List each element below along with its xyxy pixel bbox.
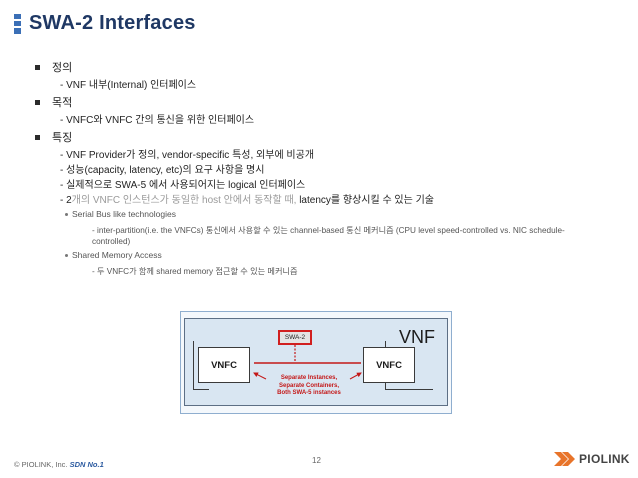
- container-bracket-left: [193, 341, 209, 390]
- item-suffix: latency를 향상시킬 수 있는 기술: [296, 195, 434, 206]
- swa2-diagram: VNF VNFC VNFC SWA-2 Separate Instances, …: [180, 311, 452, 414]
- vnfc-left: VNFC: [198, 347, 250, 383]
- bullet-item: - 실제적으로 SWA-5 에서 사용되어지는 logical 인터페이스: [60, 180, 306, 191]
- item-highlight: 개의 VNFC 인스턴스가 동일한 host 안에서 동작할 때,: [71, 195, 297, 206]
- note-arrow-right: [349, 372, 362, 380]
- brand-name: PIOLINK: [579, 452, 630, 466]
- note-line: Both SWA-5 instances: [277, 390, 341, 396]
- bullet-heading: 정의: [52, 62, 73, 74]
- sub-bullet-detail: - inter-partition(i.e. the VNFCs) 통신에서 사…: [92, 226, 565, 246]
- sub-bullet-serial-bus: Serial Bus like technologies: [65, 208, 616, 221]
- vnfc-right: VNFC: [363, 347, 415, 383]
- title-marker-icon: [14, 13, 21, 34]
- slide-title-bar: SWA-2 Interfaces: [14, 12, 196, 35]
- bullet-item: - VNF Provider가 정의, vendor-specific 특성, …: [60, 150, 315, 161]
- footer-copyright: © PIOLINK, Inc. SDN No.1: [14, 460, 104, 469]
- note-arrow-left: [253, 372, 267, 380]
- bullet-square-icon: [35, 65, 40, 70]
- copyright-text: © PIOLINK, Inc.: [14, 460, 68, 469]
- slide-title: SWA-2 Interfaces: [29, 12, 196, 34]
- bullet-dot-icon: [65, 213, 68, 216]
- bullet-square-icon: [35, 135, 40, 140]
- bullet-item: - 성능(capacity, latency, etc)의 요구 사항을 명시: [60, 165, 265, 176]
- diagram-arrows: [253, 345, 362, 380]
- bullet-item-latency: - 2개의 VNFC 인스턴스가 동일한 host 안에서 동작할 때, lat…: [60, 193, 616, 208]
- bullet-item: - VNFC와 VNFC 간의 통신을 위한 인터페이스: [60, 115, 255, 126]
- bullet-heading: 특징: [52, 132, 73, 144]
- page-number: 12: [312, 456, 321, 465]
- sub-bullet-shared-memory: Shared Memory Access: [65, 249, 616, 262]
- slide-content: 정의 - VNF 내부(Internal) 인터페이스 목적 - VNFC와 V…: [35, 60, 616, 277]
- bullet-dot-icon: [65, 254, 68, 257]
- item-prefix: - 2: [60, 195, 72, 206]
- bullet-item: - VNF 내부(Internal) 인터페이스: [60, 80, 197, 91]
- piolink-logo-icon: [554, 452, 575, 466]
- bullet-heading: 목적: [52, 97, 73, 109]
- note-line: Separate Instances,: [280, 375, 338, 381]
- sdn-label: SDN No.1: [69, 460, 104, 469]
- vnf-label: VNF: [399, 327, 435, 347]
- bullet-square-icon: [35, 100, 40, 105]
- diagram-note: Separate Instances, Separate Containers,…: [264, 375, 354, 398]
- bullet-purpose: 목적: [35, 95, 616, 111]
- bullet-definition: 정의: [35, 60, 616, 76]
- bullet-features: 특징: [35, 130, 616, 146]
- brand-logo: PIOLINK: [554, 452, 630, 466]
- sub-bullet-label: Shared Memory Access: [72, 250, 162, 260]
- swa2-tag: SWA-2: [278, 330, 312, 345]
- sub-bullet-label: Serial Bus like technologies: [72, 209, 176, 219]
- sub-bullet-detail: - 두 VNFC가 함께 shared memory 접근할 수 있는 메커니즘: [92, 267, 298, 276]
- note-line: Separate Containers,: [278, 382, 340, 389]
